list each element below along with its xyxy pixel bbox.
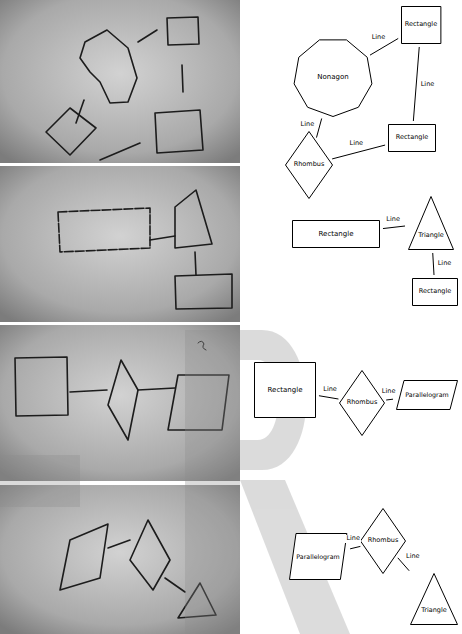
connector-line [319,396,339,399]
shape-outline [410,573,458,625]
outline-path [401,7,440,44]
edge-label: Line [385,216,401,223]
edge-label: Line [405,553,421,560]
connector-stroke [383,226,405,229]
shape-label: Rectangle [268,386,303,394]
rhombus-shape: Rhombus [285,131,333,199]
shape-label: Rhombus [294,161,325,168]
shape-label: Rhombus [347,399,378,406]
outline-path [293,221,380,248]
edge-label: Line [349,140,365,147]
connector-stroke [370,38,398,55]
edge-label: Line [437,260,453,267]
shape-label: Triangle [418,232,444,239]
connector-stroke [386,399,393,401]
watermark [0,330,350,634]
connector-line [433,253,434,275]
connector-stroke [413,47,419,121]
connector-line [332,145,385,159]
connector-line [383,226,405,229]
connector-line [316,118,321,137]
connector-stroke [350,546,360,548]
shape-label: Rectangle [319,230,354,238]
shape-label-group: Triangle [418,232,444,239]
shape-label-group: Rhombus [294,161,325,168]
shape-label-group: Rectangle [319,230,354,238]
connector-line [413,47,419,121]
connector-stroke [332,145,385,159]
rectangle-shape: Rectangle [254,362,316,418]
triangle-shape: Triangle [410,573,458,625]
outline-path [340,371,385,436]
connector-line [370,38,398,55]
outline-path [411,574,458,625]
connector-stroke [433,253,434,275]
shape-label-group: Triangle [421,608,447,615]
triangle-shape: Triangle [408,196,454,250]
edge-label: Line [420,81,436,88]
connector-line [398,558,409,571]
rectangle-shape: Rectangle [412,278,458,306]
connector-stroke [316,118,321,137]
outline-path [413,279,458,306]
shape-label: Rectangle [405,21,437,28]
edge-label: Line [345,535,361,542]
outline-path [361,509,406,574]
shape-outline [408,196,454,250]
shape-label: Triangle [421,608,447,615]
edge-label: Line [371,34,387,41]
outline-path [286,132,333,199]
edge-label: Line [322,386,338,393]
shape-label: Parallelogram [405,391,448,398]
rhombus-shape: Rhombus [339,370,385,436]
shape-label-group: Rectangle [396,134,428,141]
shape-label: Rectangle [396,134,428,141]
nonagon-shape: Nonagon [293,37,373,117]
outline-path [389,125,436,152]
shape-label: Rhombus [368,537,399,544]
photo-panel [0,0,240,163]
shape-label-group: Rectangle [419,288,451,295]
shape-label-group: Nonagon [317,73,348,81]
outline-path [255,363,316,418]
connector-stroke [398,558,409,571]
rectangle-shape: Rectangle [401,6,441,44]
connector-line [386,399,393,401]
outline-path [409,197,454,250]
shape-label-group: Rhombus [368,537,399,544]
shape-label-group: Rectangle [268,386,303,394]
rectangle-shape: Rectangle [292,220,380,248]
shape-label: Nonagon [317,73,348,81]
edge-label: Line [381,388,397,395]
outline-path [397,381,458,410]
outline-path [289,534,346,580]
shape-label: Parallelogram [296,553,339,560]
shape-label-group: Rectangle [405,21,437,28]
edge-label: Line [300,121,316,128]
connector-stroke [319,396,339,399]
shape-label-group: Parallelogram [405,391,448,398]
shape-label: Rectangle [419,288,451,295]
outline-path [294,40,372,117]
parallelogram-shape: Parallelogram [396,380,458,410]
parallelogram-shape: Parallelogram [289,533,347,580]
photo-panel [0,166,240,322]
rhombus-shape: Rhombus [360,508,406,574]
rectangle-shape: Rectangle [388,124,436,152]
shape-label-group: Parallelogram [296,553,339,560]
connector-line [350,546,360,548]
shape-label-group: Rhombus [347,399,378,406]
